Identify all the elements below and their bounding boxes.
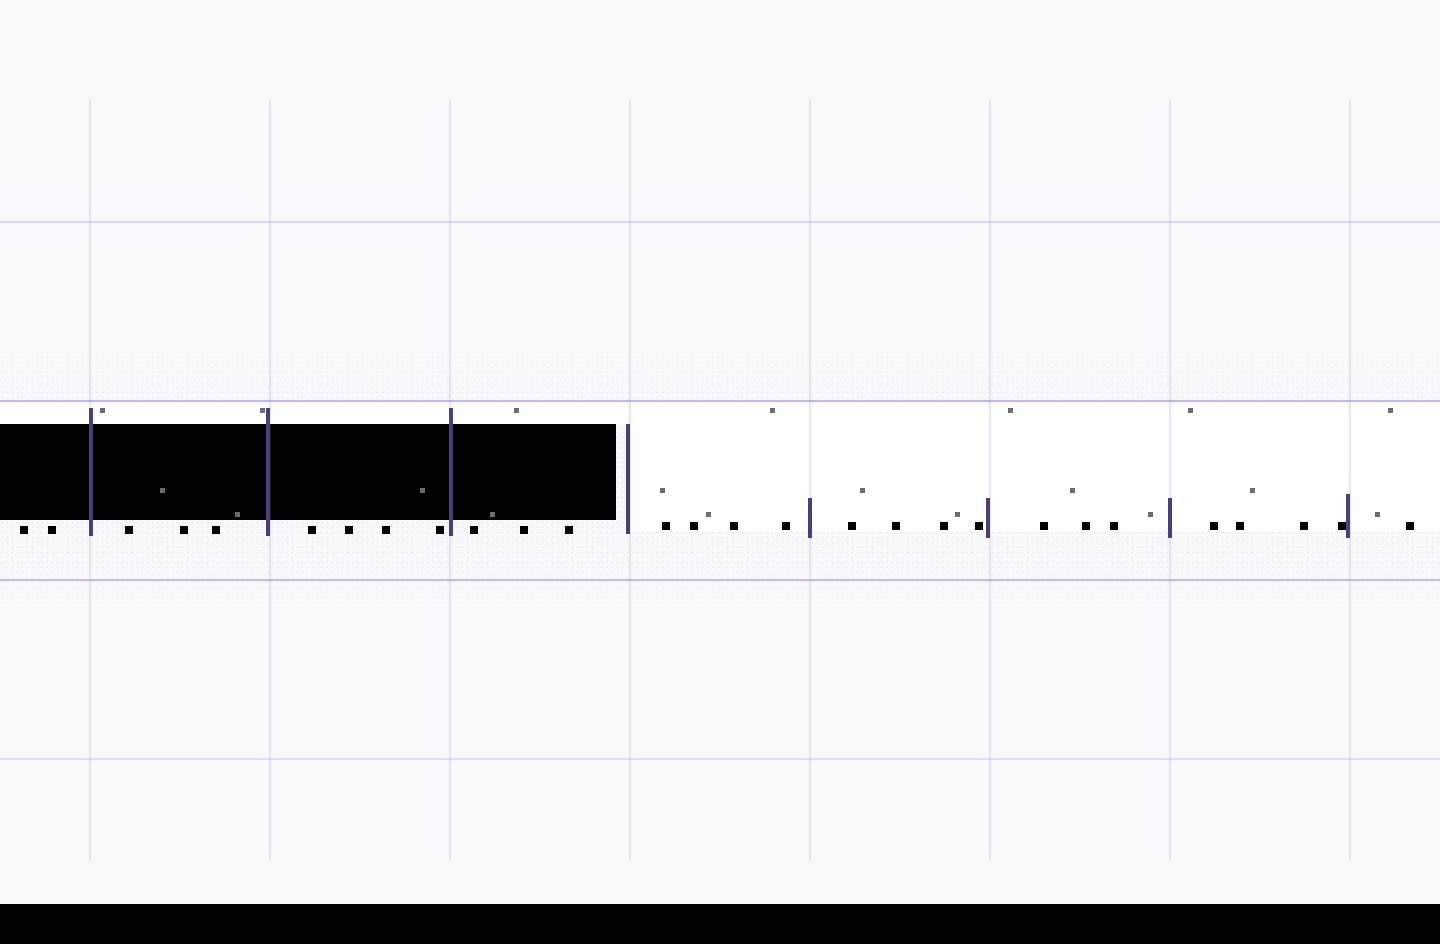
dot: [730, 522, 738, 530]
dot: [235, 512, 240, 517]
column-marker: [89, 408, 93, 536]
column-marker: [266, 408, 270, 536]
dot: [940, 522, 948, 530]
white-band: [630, 404, 1440, 532]
dot: [660, 488, 665, 493]
dot: [975, 522, 983, 530]
dot: [514, 408, 519, 413]
dot: [565, 526, 573, 534]
dot: [470, 526, 478, 534]
column-marker: [808, 498, 812, 538]
dot: [48, 526, 56, 534]
dot: [436, 526, 444, 534]
dot: [1338, 522, 1346, 530]
dot: [1388, 408, 1393, 413]
column-marker: [1168, 498, 1172, 538]
dot: [1375, 512, 1380, 517]
dot: [260, 408, 265, 413]
dot: [1210, 522, 1218, 530]
dot: [1300, 522, 1308, 530]
dot: [125, 526, 133, 534]
dot: [1148, 512, 1153, 517]
dot: [20, 526, 28, 534]
dot: [860, 488, 865, 493]
dot: [420, 488, 425, 493]
dot: [308, 526, 316, 534]
dot: [520, 526, 528, 534]
dot: [490, 512, 495, 517]
dot: [345, 526, 353, 534]
dot: [1250, 488, 1255, 493]
dot: [1008, 408, 1013, 413]
dot: [1406, 522, 1414, 530]
dot: [782, 522, 790, 530]
dot: [690, 522, 698, 530]
dot: [955, 512, 960, 517]
dot: [1110, 522, 1118, 530]
dot: [706, 512, 711, 517]
column-marker: [1346, 494, 1350, 538]
dot: [770, 408, 775, 413]
dot: [160, 488, 165, 493]
dot: [1040, 522, 1048, 530]
bottom-bar: [0, 904, 1440, 944]
column-marker: [449, 408, 453, 536]
black-block: [0, 424, 616, 520]
dot: [848, 522, 856, 530]
dot: [212, 526, 220, 534]
dot: [180, 526, 188, 534]
dot: [892, 522, 900, 530]
dot: [662, 522, 670, 530]
white-gap: [0, 404, 630, 424]
column-marker: [986, 498, 990, 538]
dot: [1082, 522, 1090, 530]
dot: [1236, 522, 1244, 530]
dot: [100, 408, 105, 413]
dot: [1070, 488, 1075, 493]
dot: [382, 526, 390, 534]
dot: [1188, 408, 1193, 413]
column-marker: [626, 424, 630, 534]
